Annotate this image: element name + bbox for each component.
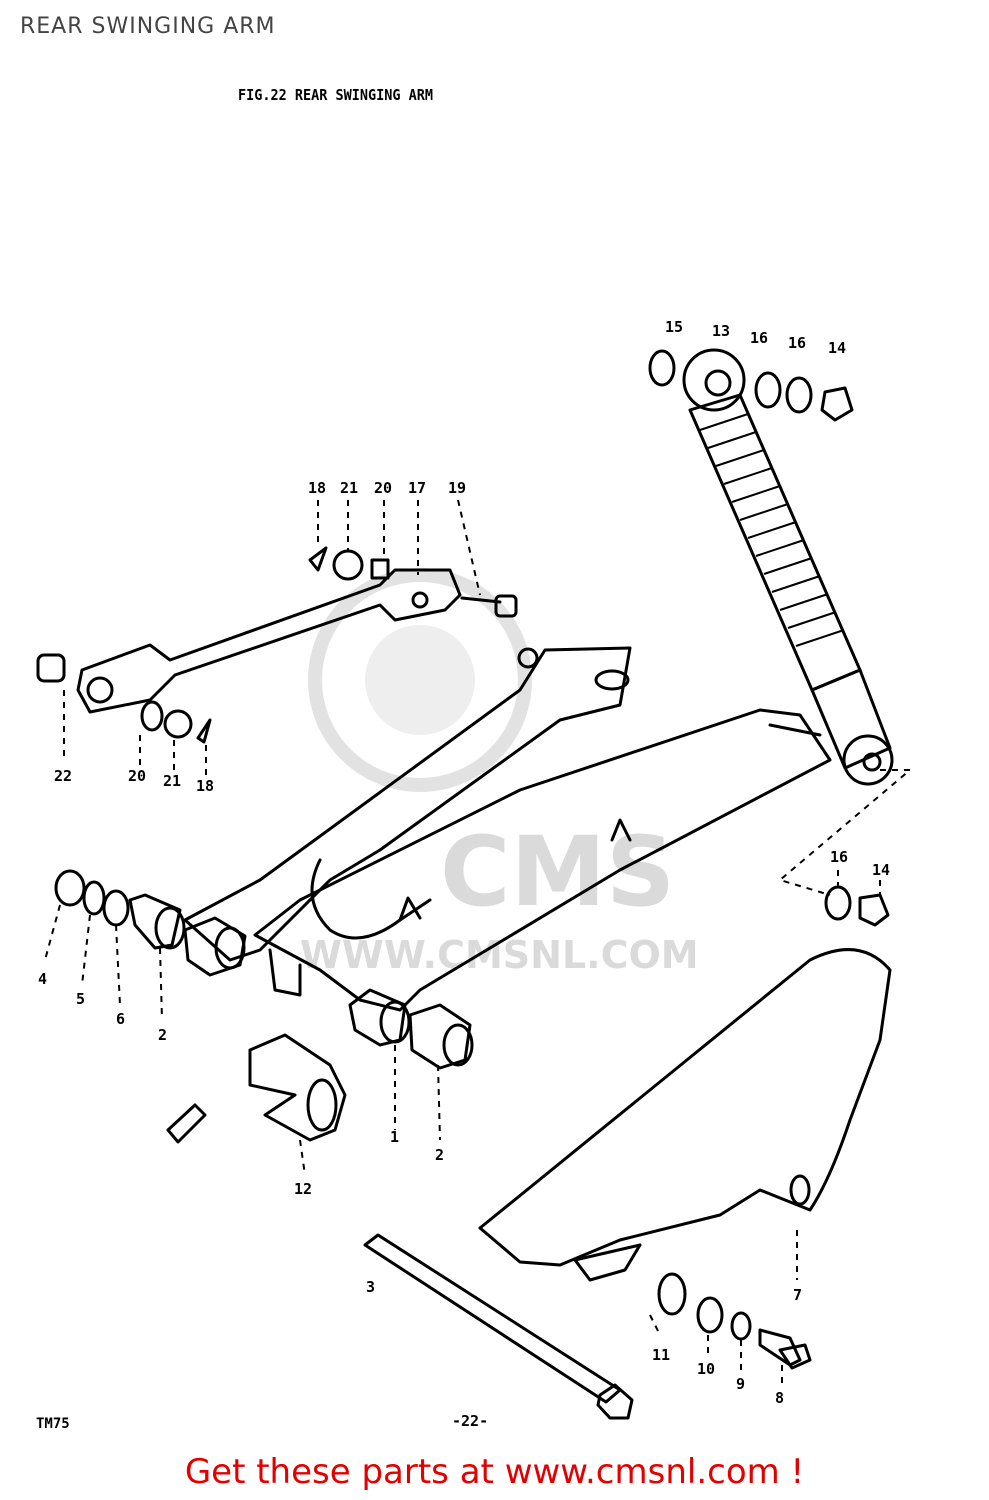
promo-suffix: ! (779, 1452, 805, 1492)
callout-1: 1 (390, 1128, 399, 1146)
callout-16-b: 16 (788, 334, 806, 352)
callout-11: 11 (652, 1346, 670, 1364)
chain-case-bolt-hardware (657, 1272, 812, 1370)
callout-10: 10 (697, 1360, 715, 1378)
callout-18-top: 18 (308, 479, 326, 497)
watermark-brand: CMS (440, 816, 675, 928)
lower-shock-hardware (824, 885, 890, 927)
callout-12: 12 (294, 1180, 312, 1198)
callout-8: 8 (775, 1389, 784, 1407)
footer-promo: Get these parts at www.cmsnl.com ! (0, 1452, 989, 1492)
page-number: -22- (452, 1412, 489, 1430)
callout-labels: 15 13 16 16 14 18 21 20 17 19 22 20 21 1… (38, 318, 890, 1407)
shock-absorber (682, 348, 894, 786)
callout-20-bot: 20 (128, 767, 146, 785)
callout-17: 17 (408, 479, 426, 497)
chain-guide (166, 1033, 347, 1144)
callout-15-top: 15 (665, 318, 683, 336)
callout-21-bot: 21 (163, 772, 181, 790)
callout-4: 4 (38, 970, 47, 988)
callout-16-low: 16 (830, 848, 848, 866)
promo-prefix: Get these parts at (184, 1452, 505, 1492)
callout-5: 5 (76, 990, 85, 1008)
callout-14-low: 14 (872, 861, 890, 879)
callout-3: 3 (366, 1278, 375, 1296)
top-shock-hardware (648, 349, 854, 422)
watermark: CMS WWW.CMSNL.COM (300, 568, 699, 977)
callout-2-right: 2 (435, 1146, 444, 1164)
callout-2-left: 2 (158, 1026, 167, 1044)
promo-link[interactable]: www.cmsnl.com (504, 1452, 780, 1492)
callout-16-a: 16 (750, 329, 768, 347)
callout-19: 19 (448, 479, 466, 497)
torque-link (36, 546, 518, 744)
callout-6: 6 (116, 1010, 125, 1028)
page-header: REAR SWINGING ARM (20, 14, 276, 39)
callout-22: 22 (54, 767, 72, 785)
watermark-url: WWW.CMSNL.COM (300, 933, 699, 977)
callout-7: 7 (793, 1286, 802, 1304)
chain-case (478, 948, 892, 1282)
pivot-hardware (54, 869, 474, 1070)
pivot-shaft (363, 1233, 634, 1420)
callout-14-top: 14 (828, 339, 846, 357)
callout-18-bot: 18 (196, 777, 214, 795)
callout-21-top: 21 (340, 479, 358, 497)
callout-9: 9 (736, 1375, 745, 1393)
callout-20-top: 20 (374, 479, 392, 497)
model-code: TM75 (36, 1416, 70, 1432)
swing-arm (183, 646, 913, 1012)
leader-lines (44, 499, 881, 1385)
callout-13: 13 (712, 322, 730, 340)
figure-title: FIG.22 REAR SWINGING ARM (238, 86, 434, 104)
